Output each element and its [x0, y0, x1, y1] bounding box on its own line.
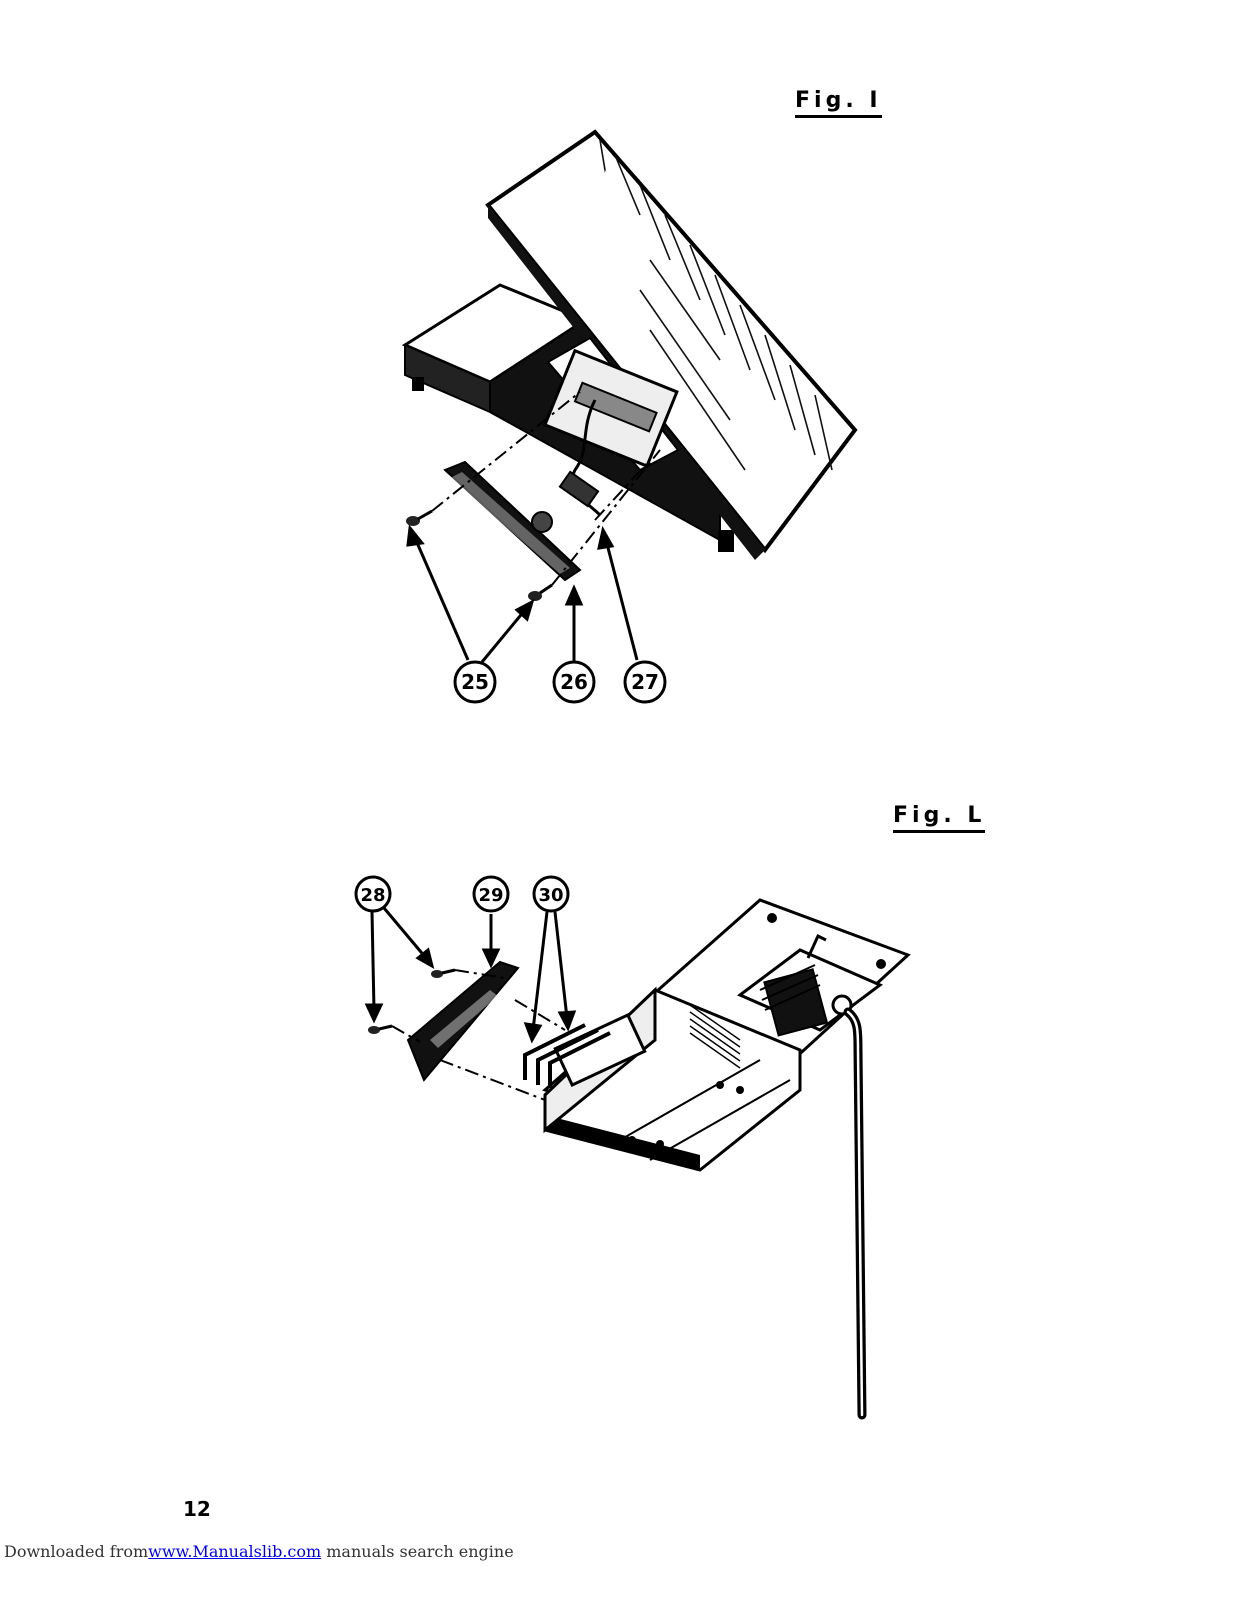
- callout-26: 26: [560, 670, 588, 694]
- manualslib-link[interactable]: www.Manualslib.com: [148, 1542, 322, 1561]
- callout-27: 27: [631, 670, 659, 694]
- callout-29: 29: [478, 885, 503, 906]
- callout-30: 30: [538, 885, 563, 906]
- callout-25: 25: [461, 670, 489, 694]
- fig-i-illustration: 25 26 27: [401, 129, 858, 704]
- footer: Downloaded fromwww.Manualslib.com manual…: [4, 1542, 514, 1561]
- footer-suffix: manuals search engine: [321, 1542, 514, 1561]
- fig-l-illustration: 28 29 30: [354, 875, 911, 1420]
- fig-l-title: Fig. L: [893, 803, 986, 833]
- page-number: 12: [183, 1497, 211, 1521]
- fig-i-title: Fig. I: [795, 88, 882, 118]
- callout-28: 28: [360, 885, 385, 906]
- footer-prefix: Downloaded from: [4, 1542, 149, 1561]
